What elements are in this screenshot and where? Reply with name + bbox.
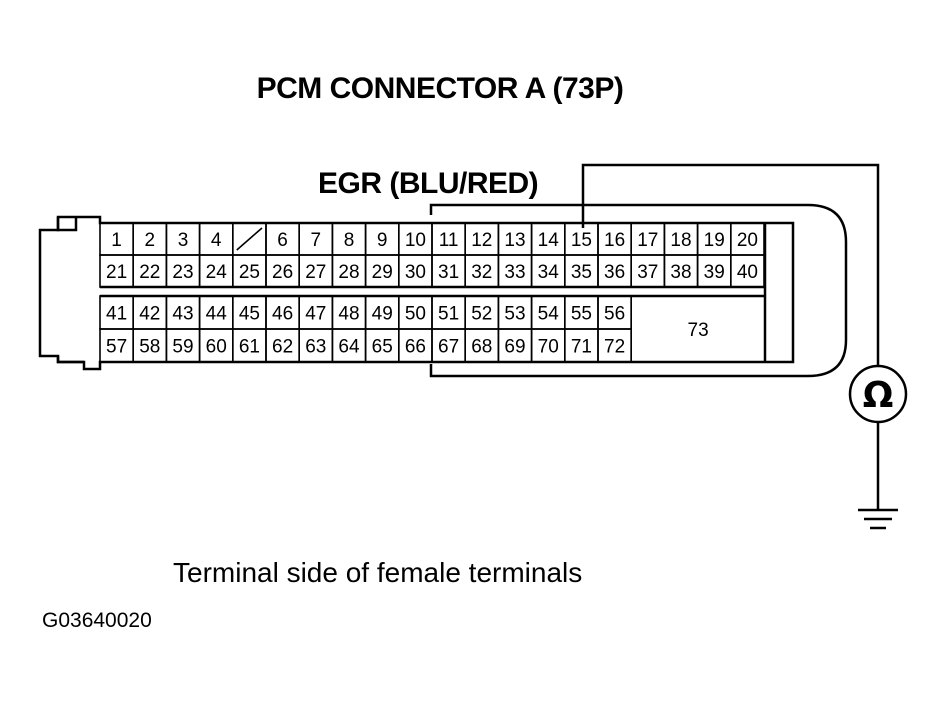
terminal-number: 17 (637, 230, 658, 251)
terminal-cell (729, 254, 765, 288)
diagram-caption: Terminal side of female terminals (173, 557, 583, 588)
housing-notch-bottom (56, 356, 84, 364)
terminal-number: 18 (670, 230, 691, 251)
probe-outline (429, 203, 848, 378)
terminal-number: 1 (111, 230, 122, 251)
housing-notch-top (56, 217, 78, 232)
terminal-number: 37 (637, 262, 658, 283)
terminal-number: 16 (604, 230, 625, 251)
terminal-number: 40 (737, 262, 758, 283)
terminal-number: 10 (405, 230, 426, 251)
terminal-number: 11 (439, 230, 459, 251)
terminal-number: 46 (272, 304, 293, 325)
terminal-number: 45 (239, 304, 260, 325)
terminal-number: 49 (372, 304, 393, 325)
terminal-number: 48 (338, 304, 359, 325)
terminal-number: 26 (272, 262, 293, 283)
terminal-number: 15 (571, 230, 592, 251)
terminal-number: 9 (377, 230, 388, 251)
terminal-number: 41 (106, 304, 127, 325)
terminal-number: 53 (504, 304, 525, 325)
terminal-number: 42 (139, 304, 160, 325)
terminal-number: 35 (571, 262, 592, 283)
terminal-number: 19 (704, 230, 725, 251)
terminal-number: 69 (504, 337, 525, 358)
diagram-title: PCM CONNECTOR A (73P) (256, 72, 624, 105)
terminal-number: 28 (338, 262, 359, 283)
terminal-number: 4 (211, 230, 222, 251)
terminal-number: 44 (206, 304, 228, 325)
probe-lead (581, 163, 880, 366)
terminal-number: 25 (239, 262, 260, 283)
terminal-number: 43 (172, 304, 193, 325)
terminal-number: 71 (571, 337, 592, 358)
terminal-number: 54 (538, 304, 560, 325)
terminal-number: 72 (604, 337, 625, 358)
terminal-number: 30 (405, 262, 426, 283)
terminal-number: 55 (571, 304, 592, 325)
terminal-number: 23 (172, 262, 193, 283)
terminal-number: 38 (670, 262, 691, 283)
terminal-number: 56 (604, 304, 625, 325)
unused-terminal-mark (236, 227, 263, 251)
terminal-number: 33 (504, 262, 525, 283)
terminal-number: 51 (438, 304, 459, 325)
terminal-number: 52 (471, 304, 492, 325)
terminal-number: 66 (405, 337, 426, 358)
terminal-number: 2 (145, 230, 156, 251)
terminal-number: 31 (438, 262, 459, 283)
terminal-number: 13 (504, 230, 525, 251)
terminal-number: 65 (372, 337, 393, 358)
terminal-number: 20 (737, 230, 758, 251)
terminal-number: 7 (311, 230, 322, 251)
terminal-number: 61 (239, 337, 260, 358)
figure-code: G03640020 (42, 609, 152, 632)
terminal-number: 62 (272, 337, 293, 358)
ohmmeter-icon: Ω (863, 375, 894, 416)
terminal-number: 32 (471, 262, 492, 283)
terminal-number: 34 (538, 262, 560, 283)
terminal-number: 22 (139, 262, 160, 283)
terminal-number: 14 (538, 230, 560, 251)
terminal-number: 50 (405, 304, 426, 325)
terminal-number: 8 (344, 230, 355, 251)
terminal-number: 70 (538, 337, 559, 358)
terminal-number: 6 (277, 230, 288, 251)
terminal-number: 21 (106, 262, 127, 283)
terminal-number: 47 (305, 304, 326, 325)
terminal-number: 63 (305, 337, 326, 358)
terminal-number: 3 (178, 230, 189, 251)
terminal-number: 57 (106, 337, 127, 358)
terminal-number: 60 (206, 337, 227, 358)
egr-wire-label: EGR (BLU/RED) (318, 167, 539, 200)
terminal-number: 39 (704, 262, 725, 283)
terminal-number: 29 (372, 262, 393, 283)
terminal-number: 68 (471, 337, 492, 358)
terminal-number: 59 (172, 337, 193, 358)
terminal-number: 27 (305, 262, 326, 283)
terminal-number: 73 (688, 320, 709, 341)
terminal-number: 24 (206, 262, 228, 283)
terminal-number: 12 (471, 230, 492, 251)
terminal-cell-large (630, 295, 766, 363)
terminal-number: 58 (139, 337, 160, 358)
terminal-number: 64 (338, 337, 360, 358)
terminal-number: 36 (604, 262, 625, 283)
terminal-number: 67 (438, 337, 459, 358)
